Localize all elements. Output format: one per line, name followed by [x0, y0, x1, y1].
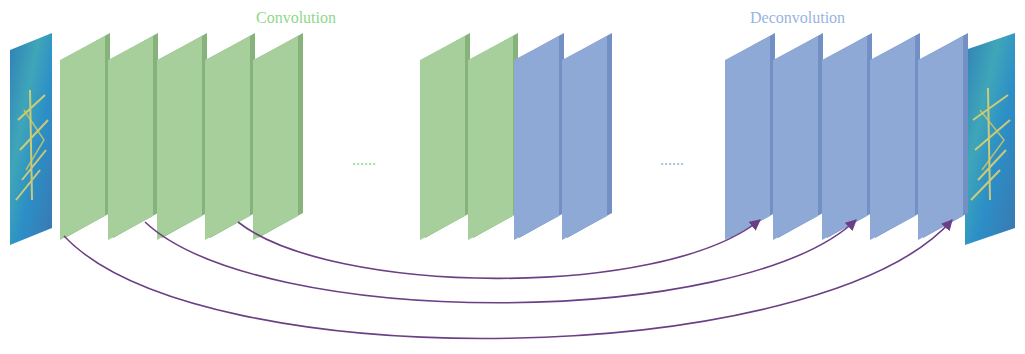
- section-title: Deconvolution: [750, 8, 845, 27]
- layer-slab: [822, 36, 867, 240]
- layer-slab: [205, 36, 250, 240]
- layer-slab: [773, 36, 818, 240]
- layer-slab: [468, 36, 513, 240]
- layer-slab: [253, 36, 298, 240]
- ellipsis: ......: [660, 150, 684, 169]
- layer-slab: [157, 36, 202, 240]
- input-image: [10, 33, 52, 245]
- skip-arrow: [238, 220, 760, 278]
- layer-slab: [918, 36, 963, 240]
- ellipsis: ......: [352, 150, 376, 169]
- layer-slab: [420, 36, 465, 240]
- layer-slab: [514, 36, 559, 240]
- layer-slab: [725, 36, 770, 240]
- layer-stack: [60, 33, 968, 240]
- section-title: Convolution: [256, 8, 336, 27]
- layer-slab: [870, 36, 915, 240]
- skip-arrow: [145, 220, 856, 303]
- layer-slab: [108, 36, 153, 240]
- layer-slab: [60, 36, 105, 240]
- layer-slab: [562, 36, 607, 240]
- skip-connections: [64, 220, 952, 338]
- skip-arrow: [64, 220, 952, 338]
- output-image: [965, 33, 1015, 245]
